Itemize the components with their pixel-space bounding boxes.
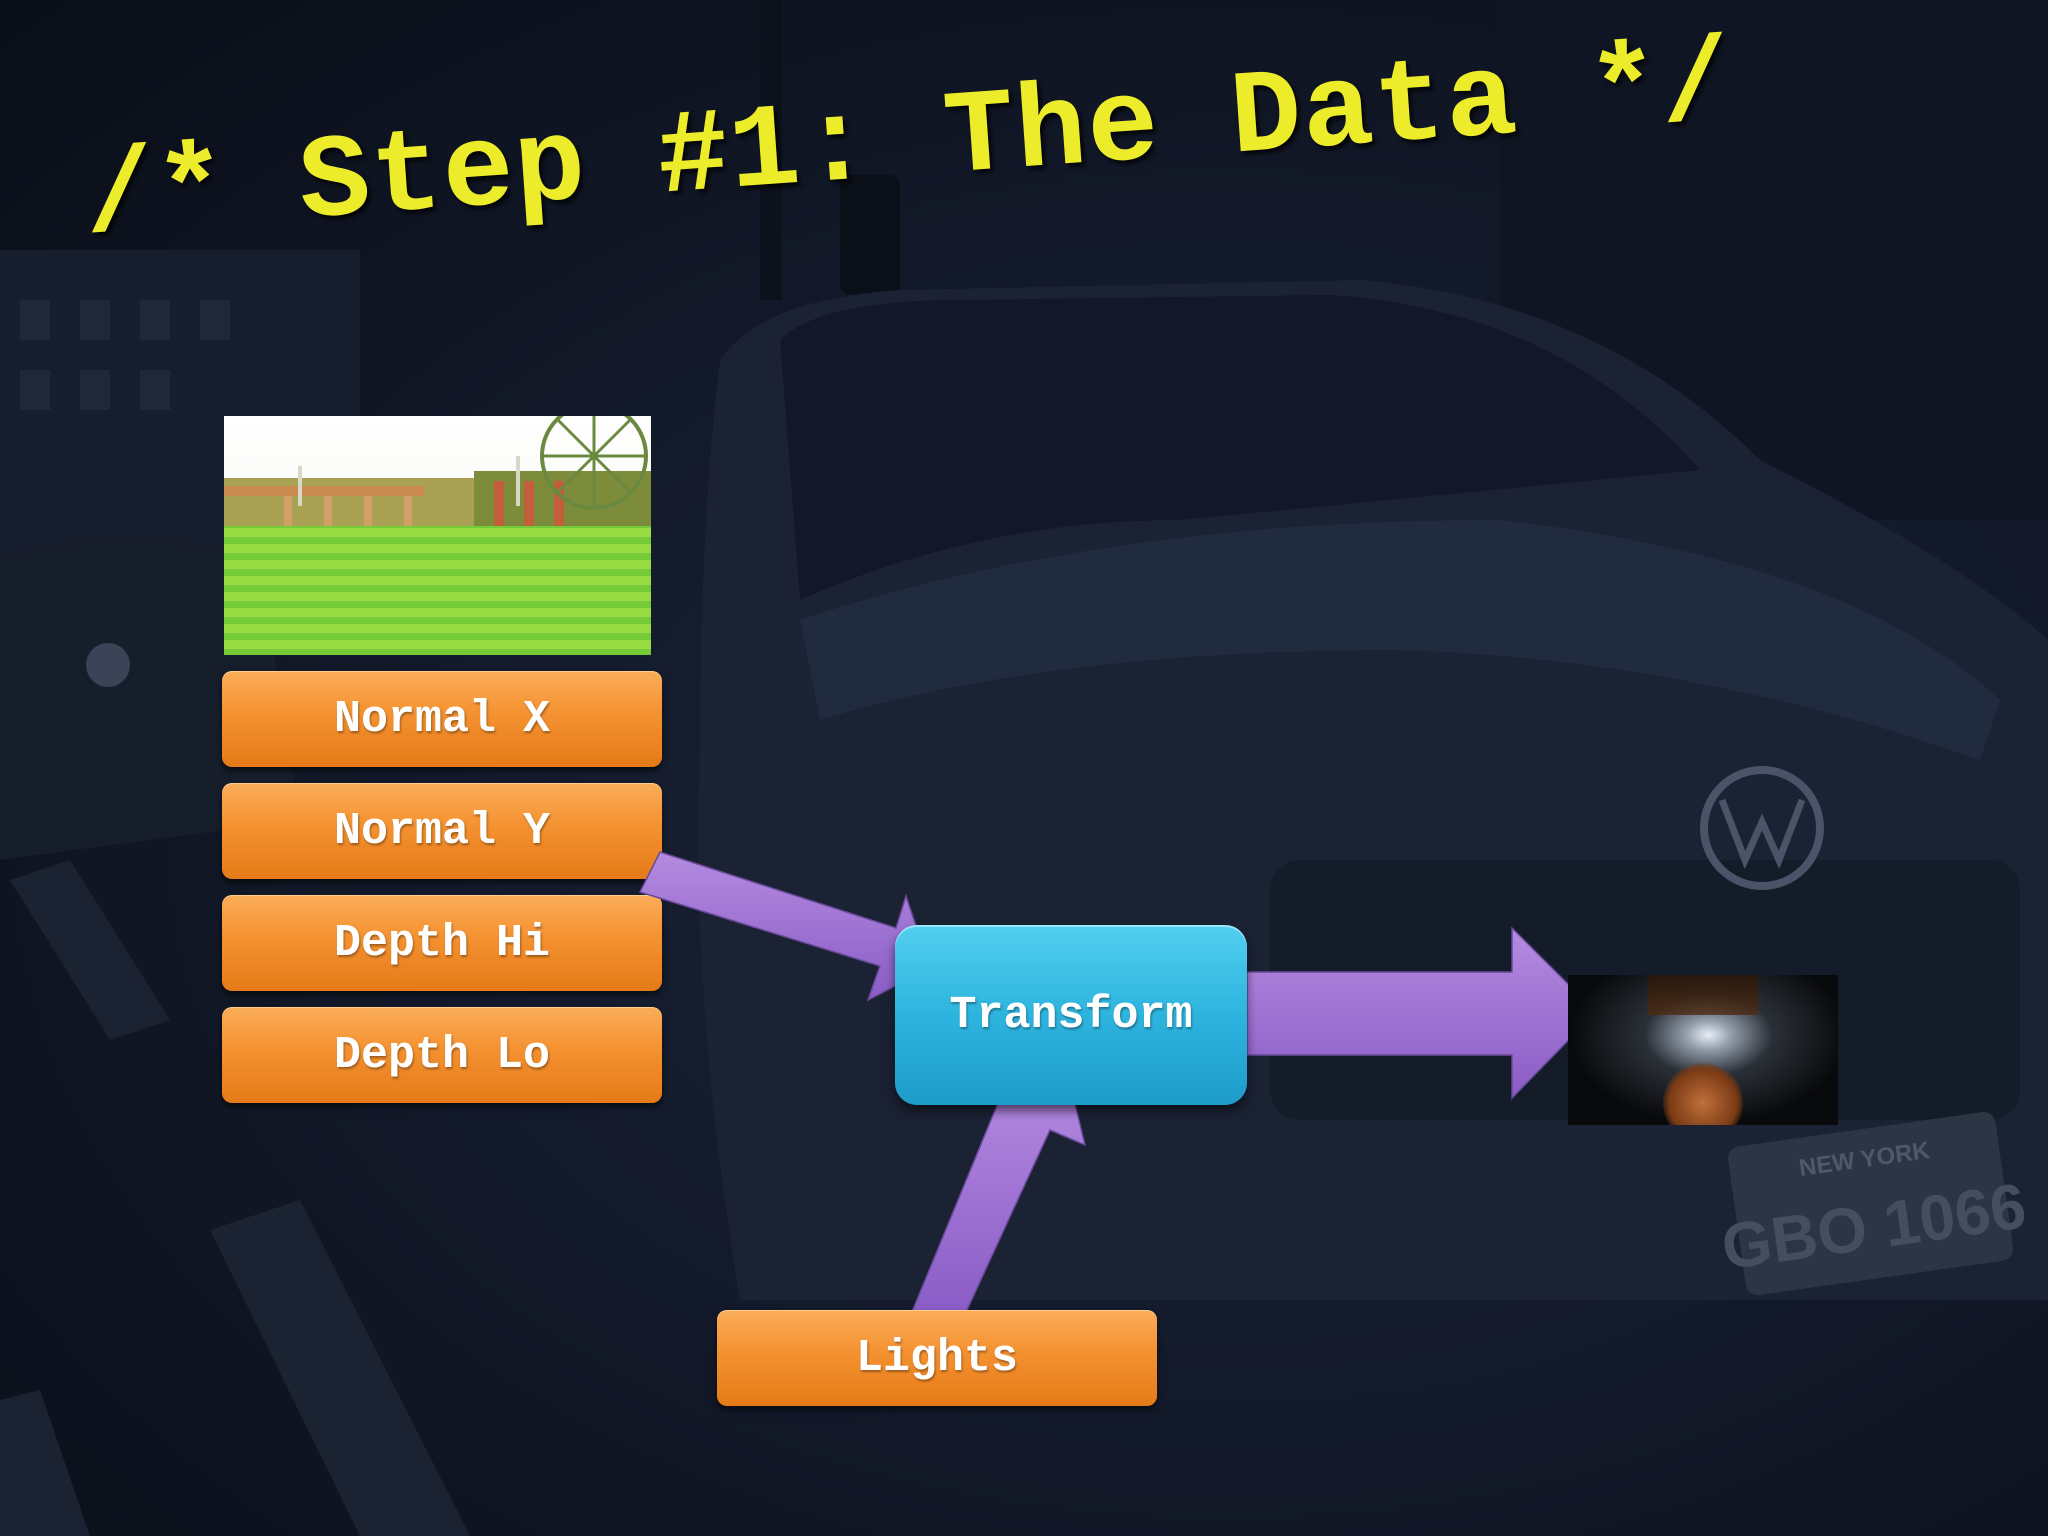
lights-to-transform-arrow (910, 1074, 1087, 1313)
transform-box: Transform (895, 925, 1247, 1105)
lights-box: Lights (717, 1310, 1157, 1406)
gbuffer-normals-thumbnail (224, 416, 651, 655)
output-top-band (1648, 975, 1758, 1015)
normal-y-box: Normal Y (222, 783, 662, 879)
normal-x-box: Normal X (222, 671, 662, 767)
data-to-transform-arrow (638, 851, 931, 1002)
depth-hi-box: Depth Hi (222, 895, 662, 991)
depth-lo-box: Depth Lo (222, 1007, 662, 1103)
transform-to-output-arrow (1246, 926, 1598, 1100)
output-glow (1663, 1063, 1743, 1125)
lit-scene-output-thumbnail (1568, 975, 1838, 1125)
